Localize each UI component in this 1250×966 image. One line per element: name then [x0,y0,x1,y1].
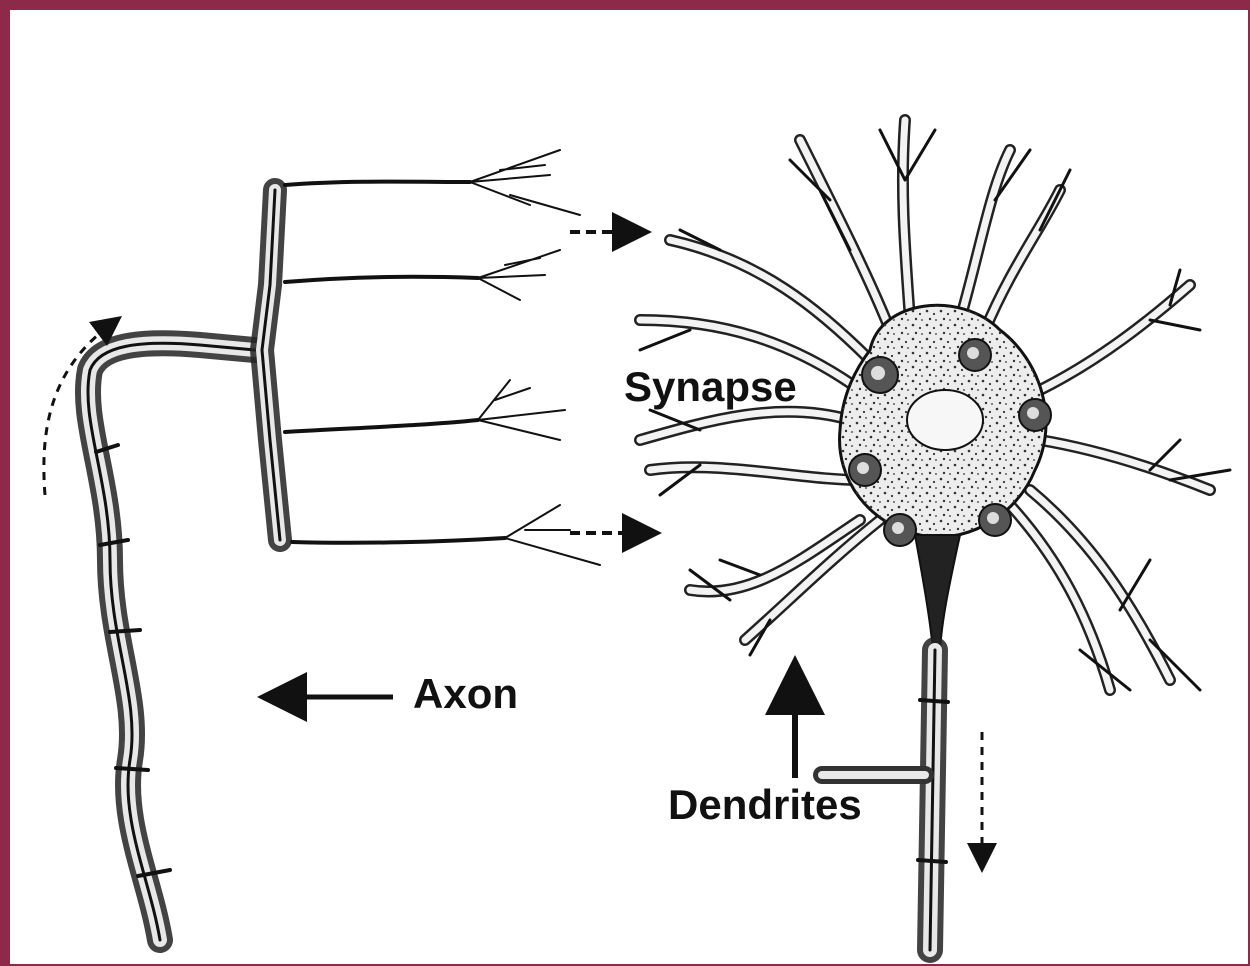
nucleus [907,390,983,450]
axon-terminals [262,150,600,565]
label-synapse: Synapse [624,366,797,408]
label-dendrites: Dendrites [668,784,862,826]
axon-fiber [88,343,255,940]
label-axon: Axon [413,673,518,715]
